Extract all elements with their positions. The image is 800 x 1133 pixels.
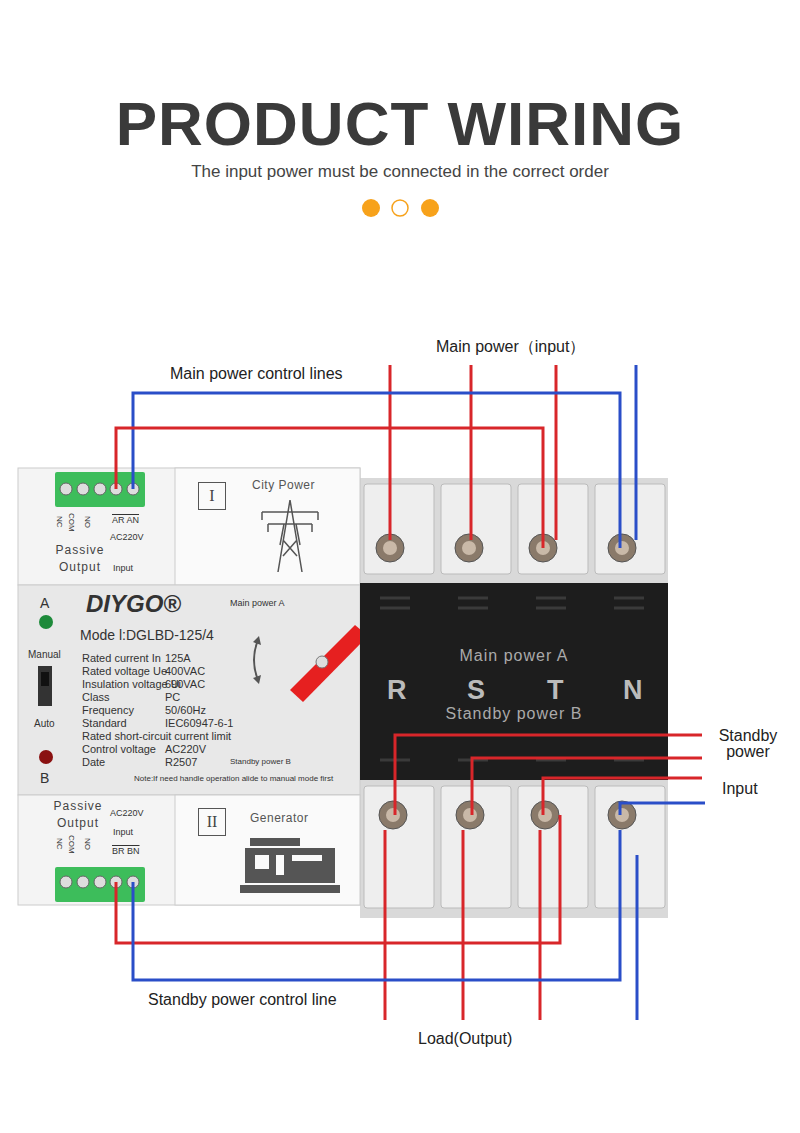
text-label: Rated short-circuit current limit — [82, 730, 231, 743]
text-label: NO — [83, 838, 92, 850]
text-label: R2507 — [165, 756, 197, 769]
text-label: Note:If need handle operation alide to m… — [134, 774, 333, 783]
node-text: T — [547, 675, 564, 706]
node-text: S — [467, 675, 485, 706]
node-text: Standby power B — [360, 705, 668, 723]
text-label: Rated current In — [82, 652, 161, 665]
text-label: AC220V — [110, 532, 144, 542]
text-label: DIYGO® — [86, 590, 181, 618]
page-title: PRODUCT WIRING — [0, 88, 800, 159]
text-label: NC — [55, 516, 64, 528]
text-label: Frequency — [82, 704, 134, 717]
text-label: NC — [55, 838, 64, 850]
page-caption: The input power must be connected in the… — [0, 162, 800, 182]
text-label: Passive Output — [50, 798, 106, 832]
text-label: Auto — [34, 718, 55, 730]
text-label: Load(Output) — [418, 1030, 512, 1048]
node-text: II — [199, 813, 225, 831]
text-label: IEC60947-6-1 — [165, 717, 234, 730]
text-label: Main power control lines — [170, 365, 343, 383]
text-label: BR BN — [112, 846, 140, 856]
terminal-cover: Main power A R S T NStandby power B — [360, 583, 668, 780]
text-label: 50/60Hz — [165, 704, 206, 717]
text-label: 400VAC — [165, 665, 205, 678]
text-label: Rated voltage Ue — [82, 665, 167, 678]
text-label: PC — [165, 691, 180, 704]
text-label: Main power A — [230, 598, 285, 608]
text-label: Standby power B — [230, 757, 291, 766]
panel-number-box: II — [198, 808, 226, 836]
text-label: B — [40, 770, 49, 786]
text-label: AR AN — [112, 515, 139, 525]
text-label: NO — [83, 516, 92, 528]
text-label: Generator — [250, 812, 309, 826]
text-label: Control voltage — [82, 743, 156, 756]
text-label: Date — [82, 756, 105, 769]
text-label: Input — [113, 827, 133, 837]
text-label: AC220V — [110, 808, 144, 818]
text-label: 690VAC — [165, 678, 205, 691]
text-label: City Power — [252, 479, 315, 493]
node-text: I — [199, 487, 225, 505]
text-label: 125A — [165, 652, 191, 665]
node-text: R — [387, 675, 407, 706]
text-label: Standby power — [708, 728, 788, 760]
text-label: Standard — [82, 717, 127, 730]
text-label: Manual — [28, 649, 61, 661]
text-label: Mode l:DGLBD-125/4 — [80, 627, 214, 643]
text-label: Class — [82, 691, 110, 704]
node-text: Main power A — [360, 647, 668, 665]
text-label: Passive Output — [52, 542, 108, 576]
text-label: COM — [67, 835, 76, 854]
text-label: COM — [67, 513, 76, 532]
text-label: Input — [113, 563, 133, 573]
text-label: Main power（input） — [436, 338, 585, 356]
text-label: Input — [722, 780, 758, 798]
text-label: A — [40, 595, 49, 611]
text-label: Standby power control line — [148, 991, 337, 1009]
text-label: AC220V — [165, 743, 206, 756]
node-text: N — [623, 675, 643, 706]
panel-number-box: I — [198, 482, 226, 510]
